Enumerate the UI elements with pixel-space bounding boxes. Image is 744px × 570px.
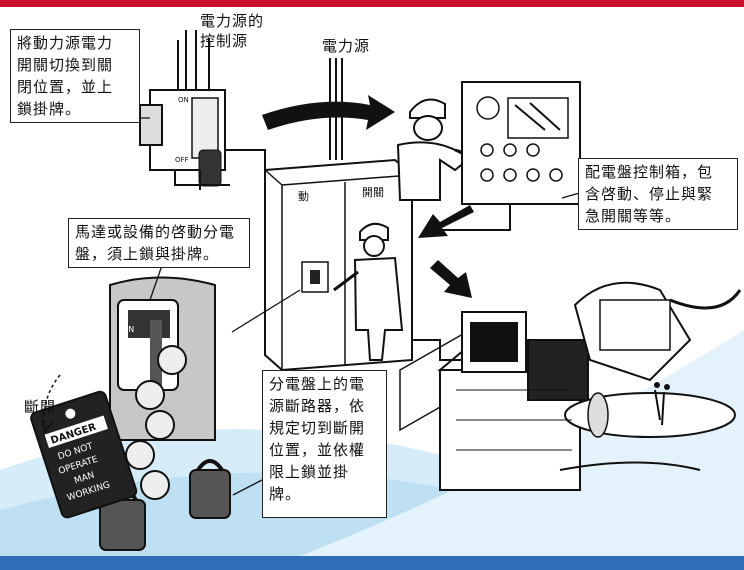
cabinet-right-label: 開關 xyxy=(362,186,384,199)
callout-main-switch: 將動力源電力 開關切換到關 閉位置，並上 鎖掛牌。 xyxy=(10,29,140,123)
cabinet-left-label: 動 xyxy=(298,189,309,203)
callout-control-box: 配電盤控制箱，包 含啓動、停止與緊 急開關等等。 xyxy=(578,158,738,230)
disconnect-label: 斷開 xyxy=(24,398,57,416)
control-power-label: 電力源的 控制源 xyxy=(200,12,265,50)
worker-at-control-box xyxy=(396,98,481,201)
motor-machine xyxy=(399,281,742,491)
top-accent-bar xyxy=(0,0,744,7)
callout-motor-panel: 馬達或設備的啓動分電 盤，須上鎖與掛牌。 xyxy=(68,218,250,268)
power-source-label: 電力源 xyxy=(322,37,371,55)
switch-on-label: ON xyxy=(178,96,189,104)
worker-at-cabinet xyxy=(333,222,404,361)
bottom-accent-bar xyxy=(0,556,744,570)
lockout-closeup: ON DANGER DO NOT OPERATE MAN WORKING xyxy=(30,276,231,551)
control-box xyxy=(440,81,581,231)
switch-off-label: OFF xyxy=(175,156,189,164)
callout-breaker: 分電盤上的電 源斷路器，依 規定切到斷開 位置，並依權 限上鎖並掛 牌。 xyxy=(262,370,387,518)
main-switch-box: ON OFF xyxy=(139,89,230,190)
closeup-on-label: ON xyxy=(122,325,134,334)
